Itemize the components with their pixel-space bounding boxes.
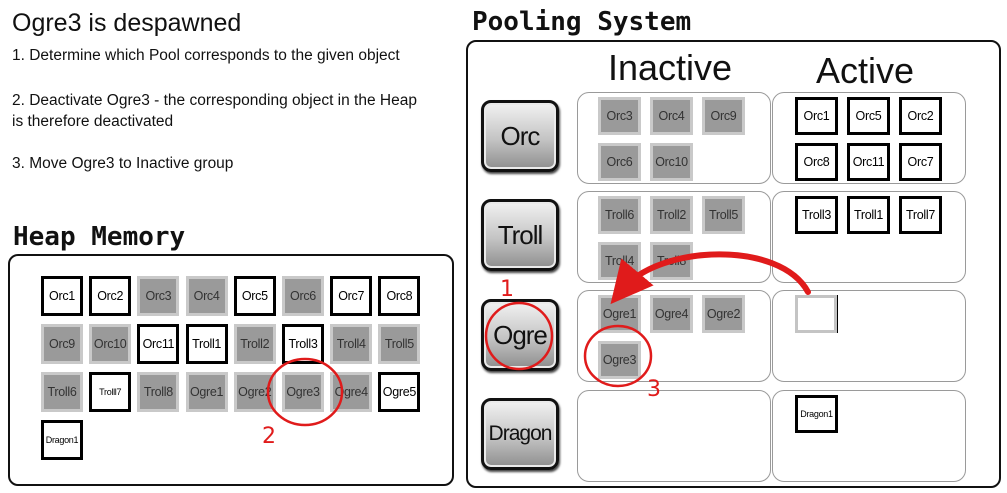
inactive-object: Ogre4: [650, 295, 693, 333]
pool-button-ogre[interactable]: Ogre: [481, 299, 559, 371]
heap-object: Orc6: [282, 276, 324, 316]
active-object: Orc1: [795, 97, 838, 135]
heap-object: Orc9: [41, 324, 83, 364]
heap-object: Troll6: [41, 372, 83, 412]
inactive-object: Orc4: [650, 97, 693, 135]
inactive-group-dragon: [577, 390, 771, 482]
step-2-text: 2. Deactivate Ogre3 - the corresponding …: [12, 92, 417, 130]
heap-object: Orc10: [89, 324, 132, 364]
active-group-dragon: [772, 390, 966, 482]
move-to-inactive-arrow: [610, 251, 811, 305]
despawn-title: Ogre3 is despawned: [12, 9, 242, 37]
heap-object: Orc1: [41, 276, 83, 316]
heap-object: Ogre2: [233, 372, 276, 412]
active-object: Orc5: [847, 97, 890, 135]
pooling-system-title: Pooling System: [472, 7, 692, 37]
heap-object: Troll5: [378, 324, 421, 364]
active-object: Orc7: [899, 143, 942, 181]
step-3-text: 3. Move Ogre3 to Inactive group: [12, 155, 234, 172]
active-object: Orc11: [847, 143, 890, 181]
inactive-object: Orc9: [702, 97, 745, 135]
heap-object: Dragon1: [41, 420, 83, 460]
ogre-pool-highlight-circle: [484, 301, 554, 371]
active-object: Troll7: [899, 196, 942, 234]
heap-object: Orc2: [89, 276, 132, 316]
heap-memory-title: Heap Memory: [13, 222, 186, 252]
heap-object: Ogre5: [378, 372, 421, 412]
heap-object: Orc3: [137, 276, 180, 316]
pool-button-orc[interactable]: Orc: [481, 100, 559, 172]
inactive-object: Troll5: [702, 196, 745, 234]
inactive-object: Ogre3: [598, 341, 641, 379]
vacated-active-slot: [795, 295, 837, 333]
heap-object: Orc5: [233, 276, 276, 316]
heap-object: Orc7: [330, 276, 373, 316]
inactive-object: Orc6: [598, 143, 641, 181]
active-object: Troll3: [795, 196, 838, 234]
marker-1: 1: [500, 277, 514, 302]
inactive-object: Troll6: [598, 196, 641, 234]
pool-button-troll[interactable]: Troll: [481, 199, 559, 271]
heap-object: Ogre3: [282, 372, 324, 412]
active-column-header: Active: [816, 50, 915, 91]
step-1-text: 1. Determine which Pool corresponds to t…: [12, 47, 400, 64]
heap-object: Orc8: [378, 276, 421, 316]
marker-2: 2: [262, 424, 276, 449]
active-object: Orc8: [795, 143, 838, 181]
heap-object: Troll4: [330, 324, 373, 364]
active-object: Dragon1: [795, 395, 838, 433]
inactive-object: Orc3: [598, 97, 641, 135]
heap-ogre3-highlight-circle: [266, 357, 344, 427]
heap-object: Orc4: [185, 276, 228, 316]
inactive-ogre3-highlight-circle: [583, 324, 653, 388]
heap-object: Orc11: [137, 324, 180, 364]
inactive-object: Orc10: [650, 143, 693, 181]
active-object: Orc2: [899, 97, 942, 135]
heap-object: Trolll7: [89, 372, 132, 412]
inactive-object: Ogre2: [702, 295, 745, 333]
heap-object: Troll2: [233, 324, 276, 364]
heap-object: Troll3: [282, 324, 324, 364]
marker-3: 3: [647, 377, 661, 402]
pool-button-dragon[interactable]: Dragon: [481, 398, 559, 470]
inactive-object: Troll2: [650, 196, 693, 234]
active-object: Troll1: [847, 196, 890, 234]
heap-object: Troll8: [137, 372, 180, 412]
heap-object: Ogre1: [185, 372, 228, 412]
heap-object: Troll1: [185, 324, 228, 364]
inactive-column-header: Inactive: [608, 47, 733, 88]
